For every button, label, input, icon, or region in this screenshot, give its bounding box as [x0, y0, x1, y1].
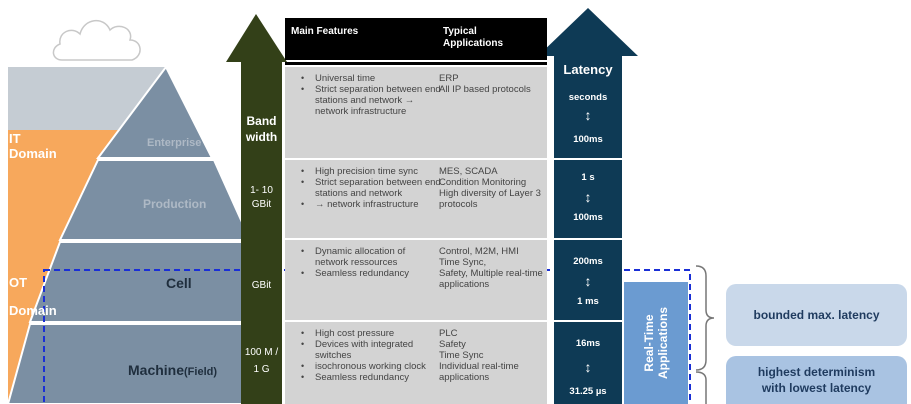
- updown-arrow-icon: ↕: [584, 273, 592, 289]
- updown-arrow-icon: ↕: [584, 189, 592, 205]
- level-label-machine: Machine(Field): [128, 362, 218, 378]
- latency-arrow-head: [538, 8, 638, 56]
- latency-title-cell: Latency seconds ↕ 100ms: [554, 56, 622, 158]
- bandwidth-title: Band width: [245, 114, 278, 144]
- table-header: Main Features Typical Applications: [285, 18, 547, 60]
- updown-arrow-icon: ↕: [584, 359, 592, 375]
- brace-determinism: [695, 371, 707, 404]
- callout-highest-determinism: highest determinism with lowest latency: [726, 356, 907, 404]
- realtime-applications-label: Real-Time Applications: [642, 306, 670, 380]
- bandwidth-row-production: 1- 10 GBit: [250, 185, 273, 210]
- it-domain-label: IT Domain: [9, 131, 57, 161]
- table-row-enterprise: Universal time Strict separation between…: [285, 67, 547, 158]
- level-label-cell: Cell: [166, 275, 192, 291]
- pyramid-level-machine: [6, 323, 272, 404]
- bandwidth-row-cell: GBit: [251, 280, 272, 291]
- row-apps: Control, M2M, HMI Time Sync, Safety, Mul…: [439, 246, 543, 290]
- table-row-machine: High cost pressure Devices with integrat…: [285, 322, 547, 404]
- header-underline: [285, 62, 547, 65]
- updown-arrow-icon: ↕: [584, 107, 592, 123]
- row-apps: ERP All IP based protocols: [439, 73, 531, 95]
- level-label-enterprise: Enterprise: [147, 137, 202, 149]
- realtime-bar: [624, 282, 688, 404]
- it-domain-band: [8, 67, 166, 130]
- bandwidth-arrow-head: [226, 14, 287, 62]
- header-main-features: Main Features: [291, 26, 359, 37]
- table-row-production: High precision time sync Strict separati…: [285, 160, 547, 238]
- cloud-icon: [52, 20, 141, 61]
- bandwidth-column: [241, 62, 282, 404]
- header-typical-applications: Typical Applications: [443, 26, 504, 49]
- bandwidth-row-machine: 100 M / 1 G: [244, 347, 279, 375]
- level-label-production: Production: [143, 197, 207, 211]
- table-row-cell: Dynamic allocation of network ressources…: [285, 240, 547, 320]
- row-features: Dynamic allocation of network ressources…: [301, 246, 441, 279]
- row-features: Universal time Strict separation between…: [301, 73, 441, 117]
- callout-bounded-latency: bounded max. latency: [726, 284, 907, 346]
- brace-bounded: [695, 265, 715, 371]
- latency-cell-cell: 200ms ↕ 1 ms: [554, 240, 622, 320]
- row-apps: PLC Safety Time Sync Individual real-tim…: [439, 328, 519, 383]
- ot-domain-label: OT Domain: [9, 275, 57, 318]
- pyramid-level-cell: [28, 241, 264, 323]
- row-features: High precision time sync Strict separati…: [301, 166, 441, 210]
- latency-cell-production: 1 s ↕ 100ms: [554, 160, 622, 238]
- row-apps: MES, SCADA Condition Monitoring High div…: [439, 166, 541, 210]
- row-features: High cost pressure Devices with integrat…: [301, 328, 441, 383]
- pyramid-level-enterprise: [96, 65, 214, 159]
- latency-cell-machine: 16ms ↕ 31.25 µs: [554, 322, 622, 404]
